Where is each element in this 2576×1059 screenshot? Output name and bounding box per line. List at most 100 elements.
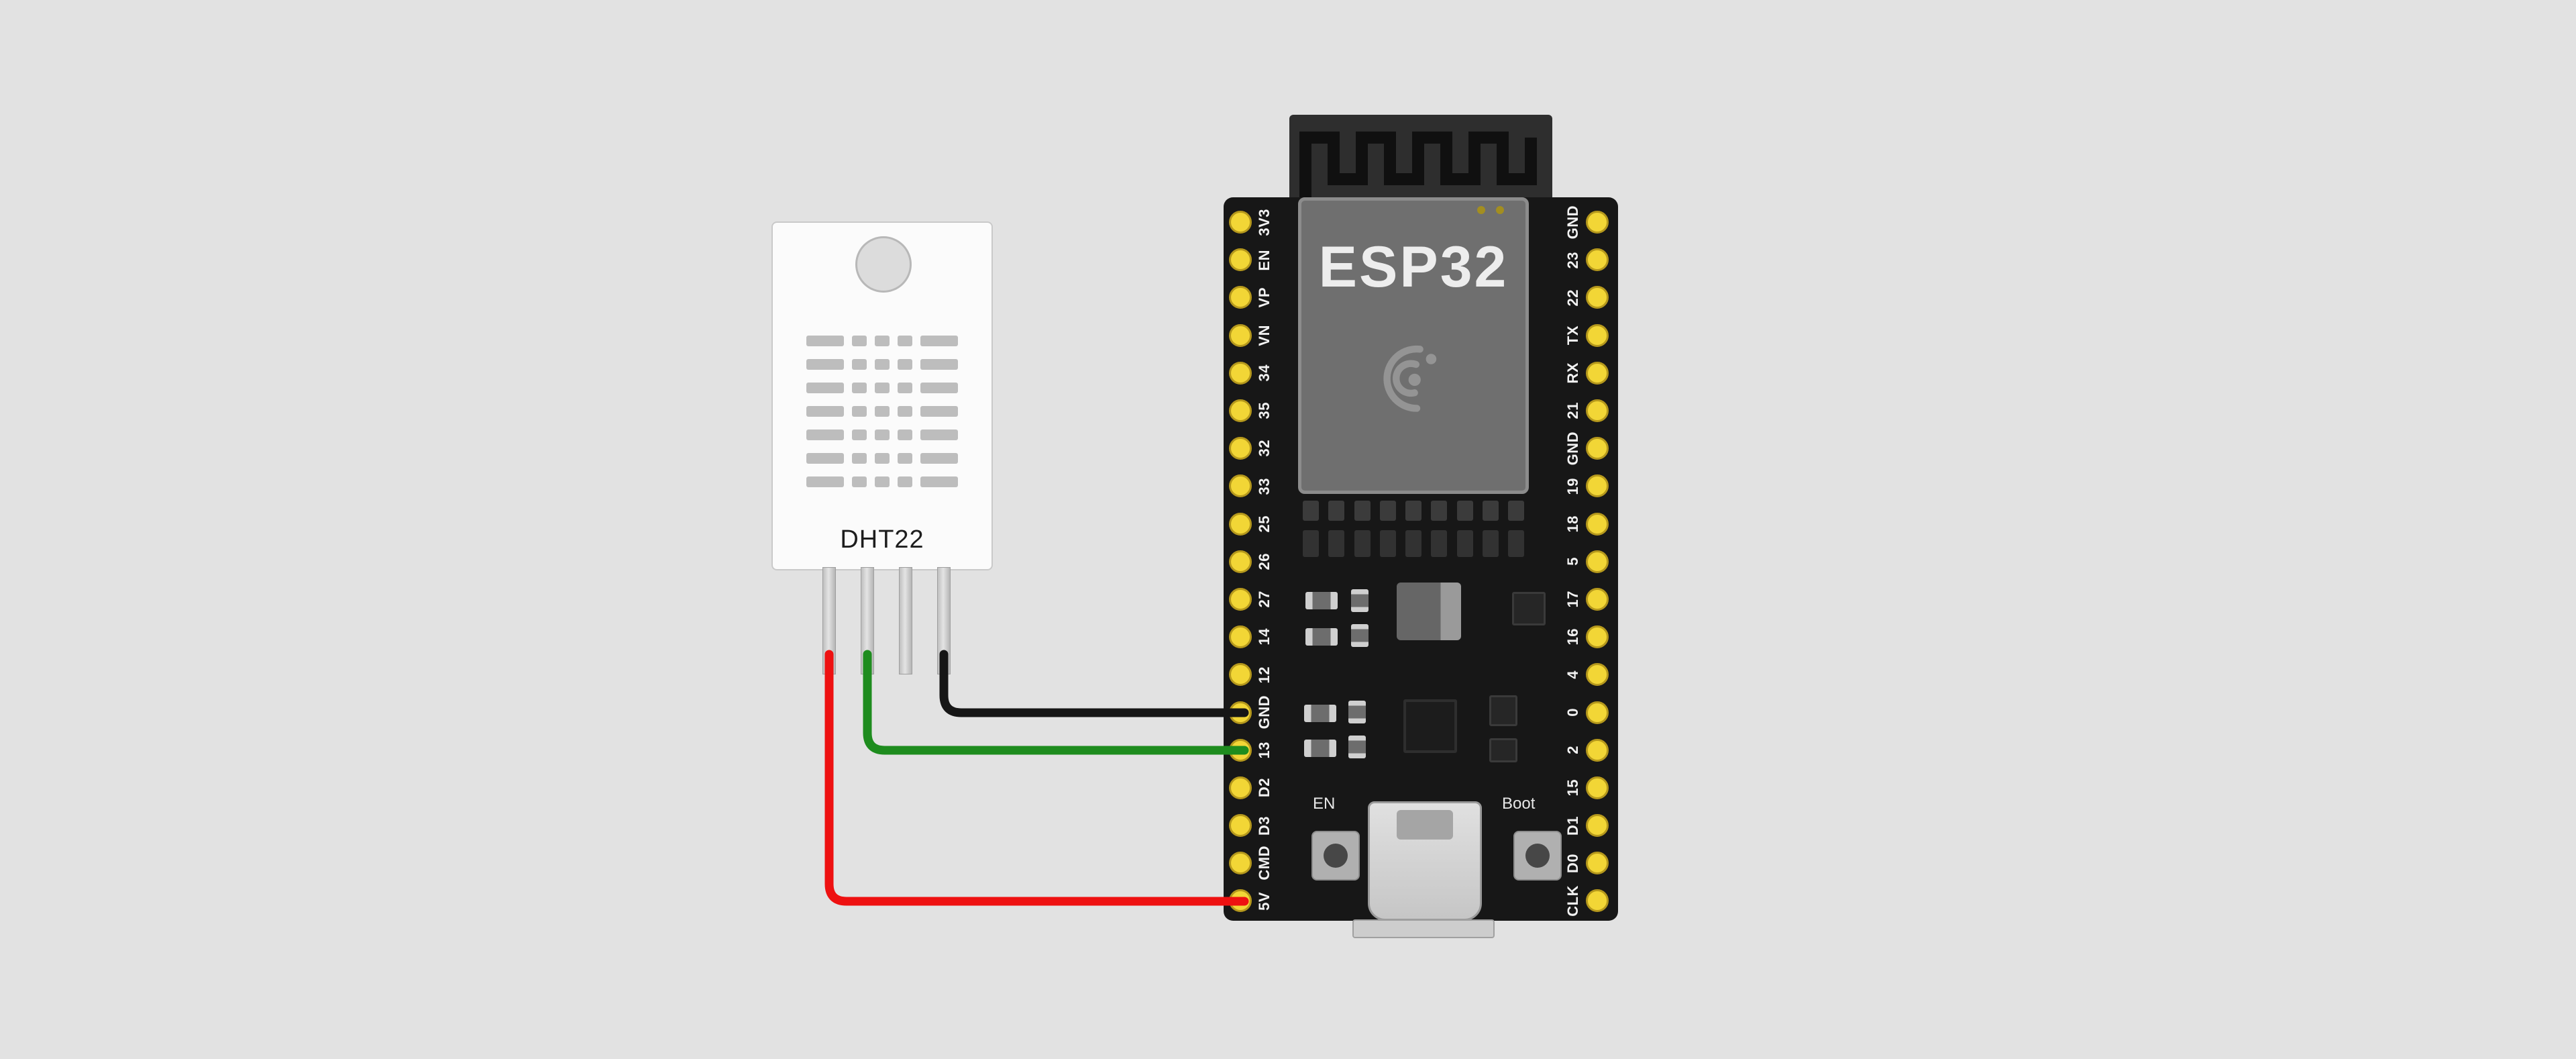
pin-hole[interactable] xyxy=(1586,323,1609,347)
smd-chip xyxy=(1489,695,1517,726)
vent-row xyxy=(806,430,958,440)
vent-slot xyxy=(920,336,958,346)
module-pad xyxy=(1354,530,1371,557)
module-pad xyxy=(1456,501,1473,521)
esp32-pin-row: D1 xyxy=(1564,807,1609,844)
data-wire[interactable] xyxy=(863,650,1249,755)
esp32-pin-row: VN xyxy=(1229,317,1273,354)
esp32-pin-row: 22 xyxy=(1564,279,1609,316)
pin-hole[interactable] xyxy=(1586,361,1609,385)
vent-slot xyxy=(875,453,890,464)
pin-hole[interactable] xyxy=(1586,437,1609,460)
module-pad xyxy=(1354,501,1371,521)
pin-hole[interactable] xyxy=(1586,852,1609,875)
esp32-left-pin-column: 3V3 EN VP VN 34 35 3 xyxy=(1229,203,1273,920)
pin-hole[interactable] xyxy=(1229,248,1252,272)
vent-slot xyxy=(898,336,912,346)
vent-slot xyxy=(920,383,958,393)
pin-hole[interactable] xyxy=(1229,776,1252,799)
pin-hole[interactable] xyxy=(1229,399,1252,423)
antenna-meander-icon xyxy=(1299,132,1537,201)
pin-hole[interactable] xyxy=(1586,474,1609,498)
smd-chip xyxy=(1512,592,1546,625)
esp32-pin-row: D2 xyxy=(1229,769,1273,807)
module-marking-dot xyxy=(1477,206,1485,214)
esp32-devkit-board[interactable]: 3V3 EN VP VN 34 35 3 xyxy=(1224,115,1618,947)
module-pad xyxy=(1405,530,1421,557)
vent-slot xyxy=(806,430,844,440)
pin-hole[interactable] xyxy=(1229,286,1252,309)
en-button[interactable] xyxy=(1311,831,1360,880)
pin-hole[interactable] xyxy=(1586,399,1609,423)
vent-slot xyxy=(875,476,890,487)
pin-hole[interactable] xyxy=(1586,286,1609,309)
pin-hole[interactable] xyxy=(1229,512,1252,536)
vent-slot xyxy=(920,430,958,440)
micro-usb-shield-detail xyxy=(1397,810,1453,840)
module-pad xyxy=(1431,530,1448,557)
vent-slot xyxy=(875,359,890,370)
module-pad xyxy=(1508,501,1524,521)
dht22-pin-3-nc[interactable] xyxy=(899,567,912,674)
pin-hole[interactable] xyxy=(1229,550,1252,573)
en-button-plunger[interactable] xyxy=(1324,844,1348,868)
esp32-pin-row: 0 xyxy=(1564,693,1609,731)
pin-hole[interactable] xyxy=(1586,738,1609,762)
esp32-pin-row: 15 xyxy=(1564,769,1609,807)
module-pad xyxy=(1508,530,1524,557)
vent-row xyxy=(806,476,958,487)
pin-hole[interactable] xyxy=(1229,663,1252,687)
vent-slot xyxy=(806,453,844,464)
pin-hole[interactable] xyxy=(1586,625,1609,649)
pin-hole[interactable] xyxy=(1229,211,1252,234)
esp32-pin-row: 26 xyxy=(1229,543,1273,581)
vcc-wire[interactable] xyxy=(824,650,1249,906)
esp32-pin-row: 32 xyxy=(1229,430,1273,467)
vent-slot xyxy=(920,476,958,487)
vent-slot xyxy=(806,406,844,417)
esp32-pin-row: CMD xyxy=(1229,844,1273,882)
boot-button-plunger[interactable] xyxy=(1525,844,1550,868)
dht22-vent-grid xyxy=(806,336,958,487)
pin-hole[interactable] xyxy=(1586,550,1609,573)
dht22-sensor[interactable]: DHT22 xyxy=(771,221,993,678)
pin-hole[interactable] xyxy=(1229,474,1252,498)
pin-hole[interactable] xyxy=(1586,248,1609,272)
pin-hole[interactable] xyxy=(1586,814,1609,838)
esp32-right-pin-column: GND 23 22 TX RX 21 G xyxy=(1564,203,1609,920)
esp32-module-shield: ESP32 xyxy=(1298,197,1529,494)
esp32-pin-row: D0 xyxy=(1564,844,1609,882)
vent-slot xyxy=(875,336,890,346)
vent-slot xyxy=(920,406,958,417)
pin-hole[interactable] xyxy=(1229,587,1252,611)
pin-hole[interactable] xyxy=(1586,512,1609,536)
esp32-pin-row: EN xyxy=(1229,241,1273,279)
vent-slot xyxy=(806,336,844,346)
module-pad xyxy=(1379,501,1396,521)
smd-capacitor xyxy=(1305,592,1338,609)
pin-hole[interactable] xyxy=(1229,852,1252,875)
pin-hole[interactable] xyxy=(1586,889,1609,913)
pin-hole[interactable] xyxy=(1229,361,1252,385)
pin-hole[interactable] xyxy=(1586,663,1609,687)
vent-slot xyxy=(898,430,912,440)
vent-slot xyxy=(920,453,958,464)
smd-capacitor xyxy=(1348,701,1366,723)
voltage-regulator xyxy=(1397,583,1461,640)
vent-slot xyxy=(920,359,958,370)
pin-hole[interactable] xyxy=(1586,701,1609,724)
pin-hole[interactable] xyxy=(1229,437,1252,460)
esp32-pin-row: 21 xyxy=(1564,392,1609,430)
vent-slot xyxy=(806,359,844,370)
module-pad xyxy=(1456,530,1473,557)
pin-hole[interactable] xyxy=(1586,776,1609,799)
pin-hole[interactable] xyxy=(1229,625,1252,649)
pin-hole[interactable] xyxy=(1586,587,1609,611)
ground-wire[interactable] xyxy=(939,650,1249,717)
pin-hole[interactable] xyxy=(1229,323,1252,347)
dht22-mounting-hole xyxy=(855,236,912,293)
boot-button[interactable] xyxy=(1513,831,1562,880)
pin-hole[interactable] xyxy=(1586,211,1609,234)
pin-hole[interactable] xyxy=(1229,814,1252,838)
vent-row xyxy=(806,359,958,370)
